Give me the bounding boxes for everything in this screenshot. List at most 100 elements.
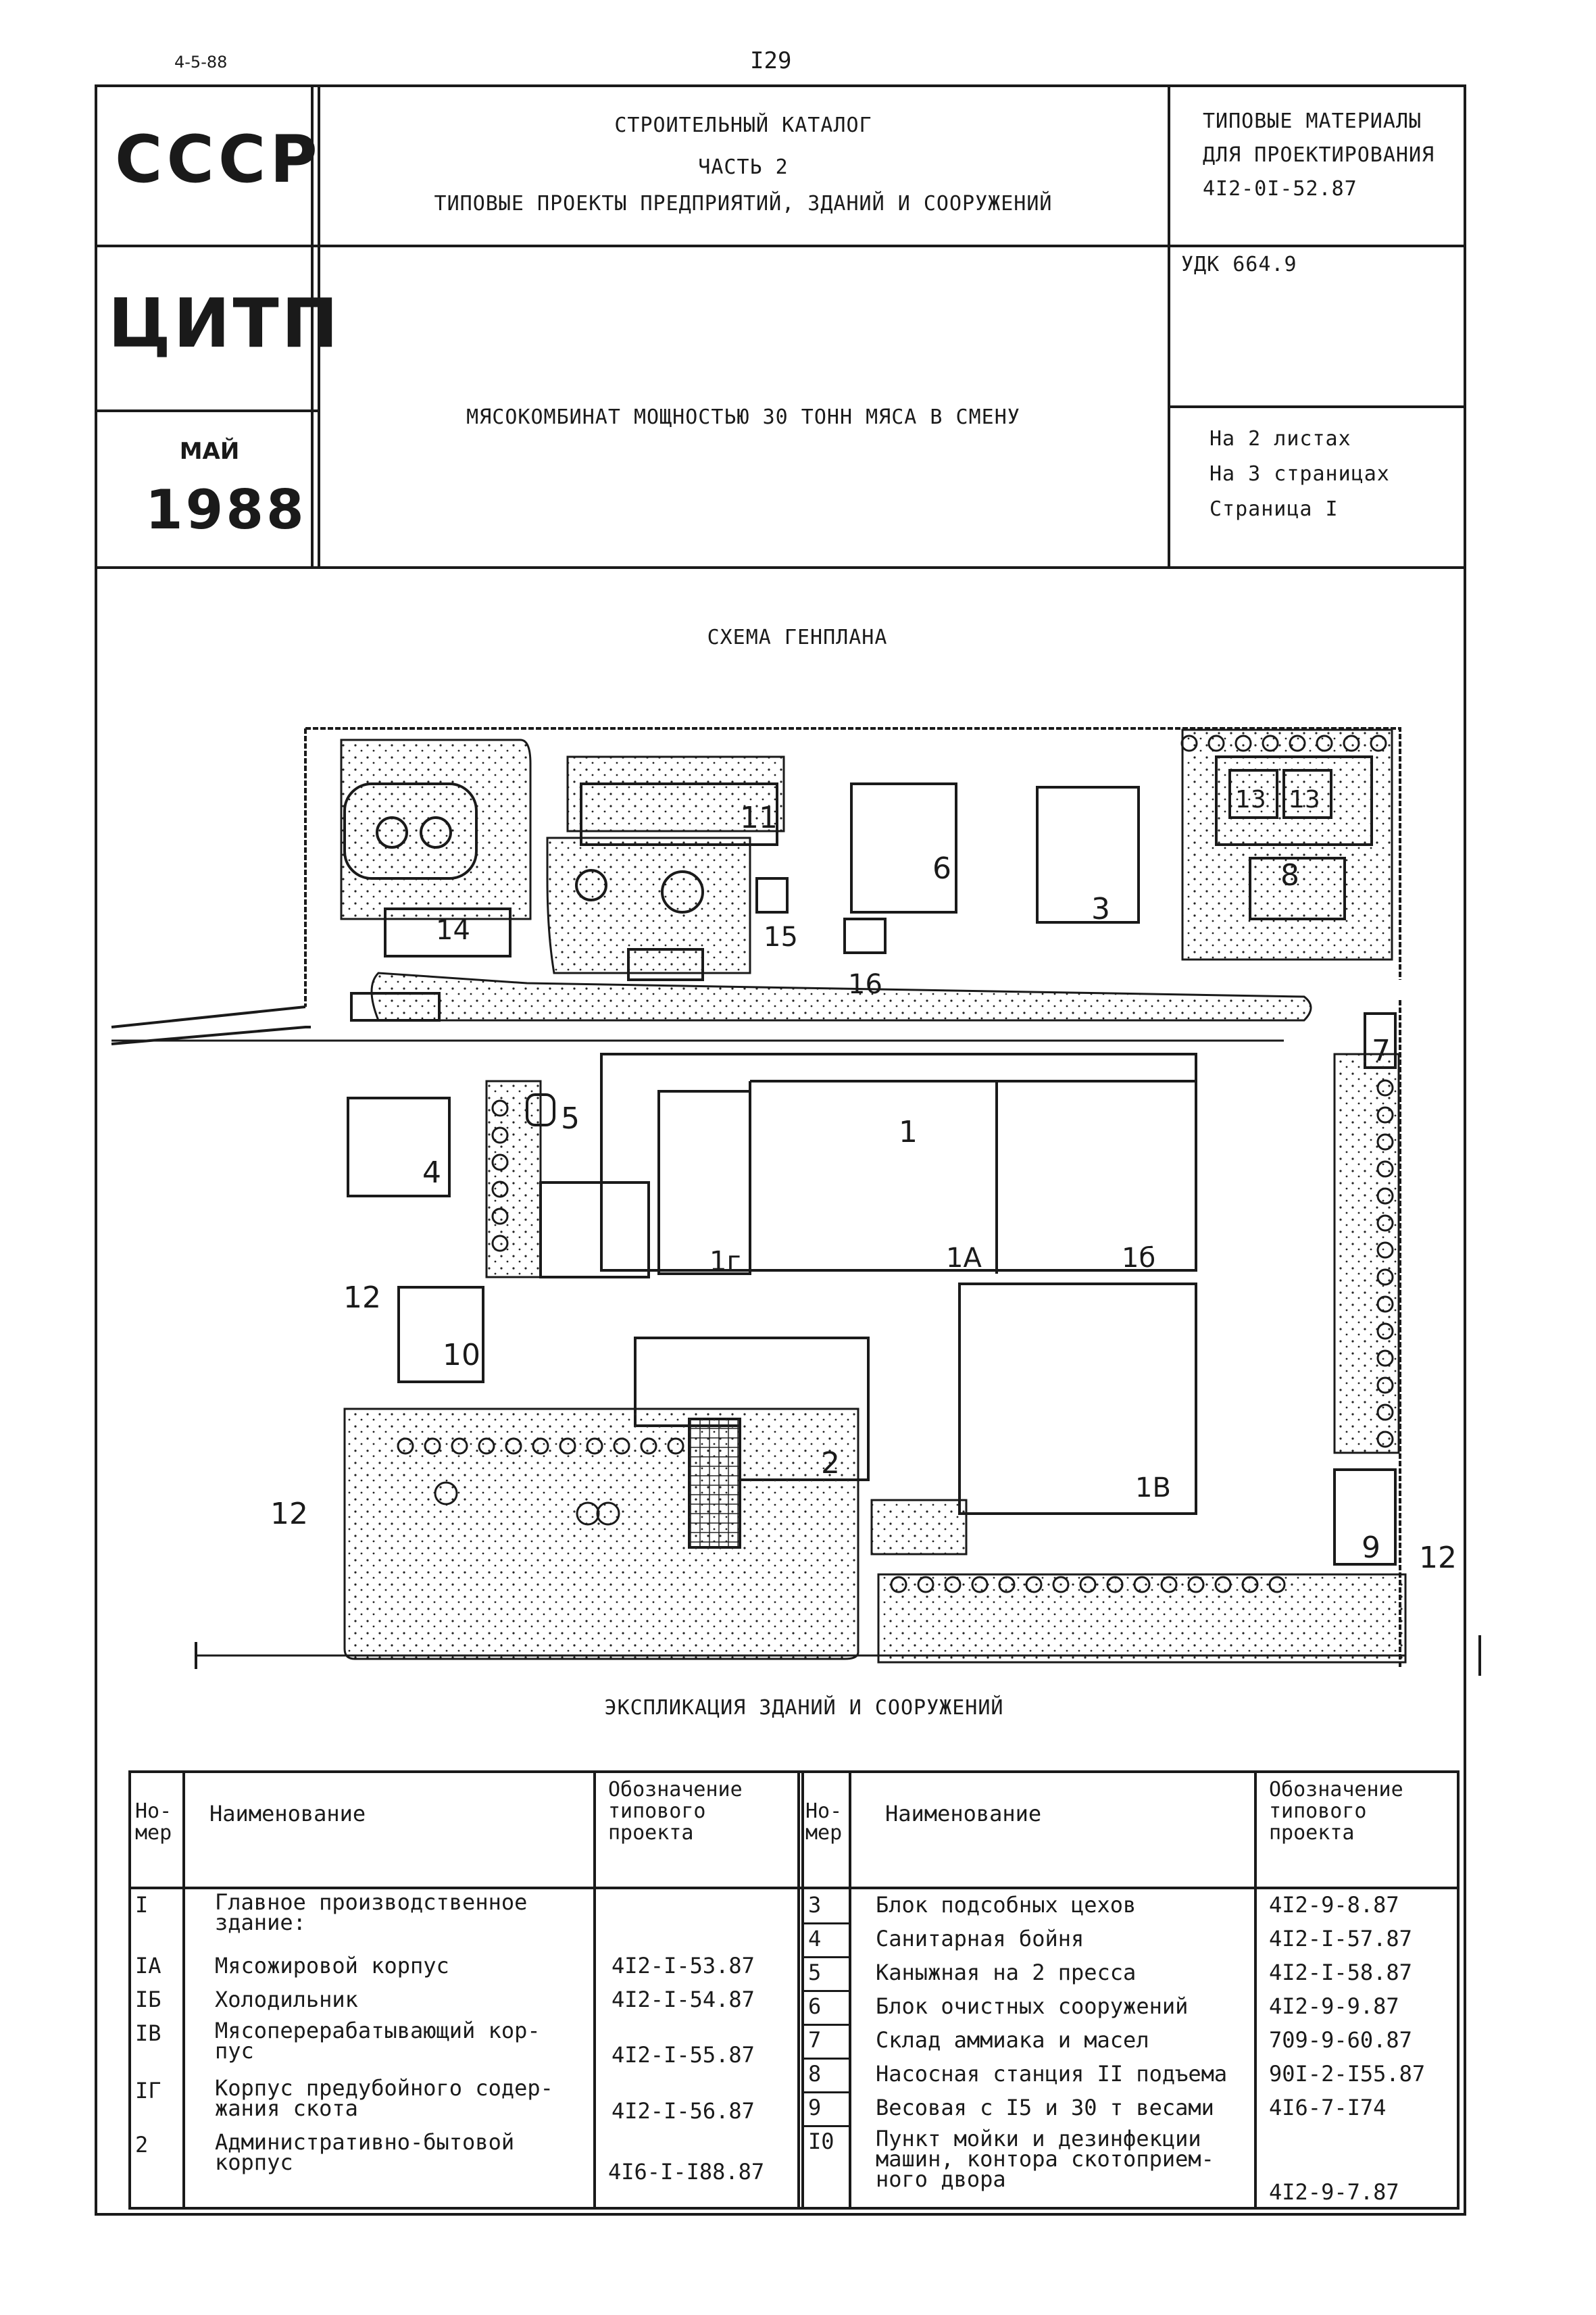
row-code: 4I2-I-55.87 [612, 2042, 755, 2068]
frame-right-lower [1464, 566, 1466, 2213]
materials-line1: ТИПОВЫЕ МАТЕРИАЛЫ [1203, 109, 1422, 133]
row-num: 4 [808, 1926, 822, 1951]
materials-code: 4I2-0I-52.87 [1203, 177, 1357, 201]
row-name: Мясожировой корпус [215, 1953, 449, 1978]
row-code: 4I2-I-56.87 [612, 2098, 755, 2124]
row-num: IА [135, 1953, 161, 1978]
row-name: Корпус предубойного содер- жания скота [215, 2075, 553, 2121]
row-code: 4I2-9-7.87 [1269, 2179, 1399, 2205]
info-row-line [1168, 405, 1464, 408]
stamp-org: ЦИТП [108, 284, 341, 363]
row-name: Весовая с I5 и 30 т весами [876, 2095, 1214, 2120]
header-bottom-line [95, 566, 1464, 569]
info-divider [1168, 84, 1170, 566]
label-b5: 5 [561, 1101, 580, 1136]
label-b2: 2 [821, 1446, 840, 1480]
row-code: 709-9-60.87 [1269, 2027, 1412, 2053]
stamp-country: СССР [115, 122, 322, 197]
row-name: Каныжная на 2 пресса [876, 1960, 1137, 1985]
label-b15: 15 [764, 922, 798, 953]
label-b1g: 1г [709, 1246, 741, 1277]
header-code-left: Обозначение типового проекта [608, 1778, 743, 1845]
label-b7: 7 [1372, 1034, 1391, 1068]
label-b11: 11 [740, 801, 778, 835]
row-sep [801, 2091, 849, 2093]
stamp-divider-2 [318, 84, 320, 566]
sheets-count: На 2 листах [1210, 427, 1351, 451]
label-b16: 16 [848, 969, 882, 1000]
label-b13b: 13 [1289, 786, 1320, 814]
col-line-5 [1254, 1770, 1257, 2210]
row-code: 4I2-I-53.87 [612, 1953, 755, 1978]
row-code: 4I2-9-8.87 [1269, 1892, 1399, 1918]
row-num: 9 [808, 2095, 822, 2120]
row-name: Главное производственное здание: [215, 1889, 528, 1935]
label-b6: 6 [932, 851, 951, 886]
row-name: Блок подсобных цехов [876, 1892, 1137, 1918]
row-name: Склад аммиака и масел [876, 2027, 1149, 2053]
row-code: 4I2-I-54.87 [612, 1987, 755, 2012]
label-b1a: 1А [946, 1243, 982, 1274]
frame-top [95, 84, 1464, 87]
header-name-right: Наименование [885, 1801, 1042, 1826]
row-name: Блок очистных сооружений [876, 1993, 1189, 2019]
stamp-divider [311, 84, 314, 566]
col-line-1 [182, 1770, 185, 2210]
header-code-right: Обозначение типового проекта [1269, 1778, 1403, 1845]
col-line-2 [593, 1770, 596, 2210]
row-sep [801, 1990, 849, 1992]
row-sep [801, 2125, 849, 2127]
label-b8: 8 [1280, 858, 1299, 893]
row-num: 8 [808, 2061, 822, 2087]
label-b12b: 12 [270, 1497, 308, 1531]
col-line-4 [849, 1770, 851, 2210]
label-b1v: 1В [1135, 1472, 1171, 1503]
row-sep [801, 2058, 849, 2060]
label-b12c: 12 [1419, 1541, 1457, 1575]
row-num: I0 [808, 2129, 834, 2154]
label-b3: 3 [1091, 892, 1110, 926]
table-header-line [128, 1887, 1460, 1889]
header-row-line [95, 245, 1464, 247]
catalog-part: ЧАСТЬ 2 [698, 155, 789, 179]
stamp-month: МАЙ [179, 438, 240, 465]
row-num: 3 [808, 1892, 822, 1918]
header-num-left: Но- мер [135, 1799, 172, 1845]
row-num: 5 [808, 1960, 822, 1985]
plan-title: СХЕМА ГЕНПЛАНА [707, 626, 888, 649]
explication-title: ЭКСПЛИКАЦИЯ ЗДАНИЙ И СООРУЖЕНИЙ [604, 1696, 1004, 1720]
catalog-part-title: ТИПОВЫЕ ПРОЕКТЫ ПРЕДПРИЯТИЙ, ЗДАНИЙ И СО… [434, 192, 1053, 216]
row-num: I [135, 1892, 149, 1918]
header-name-left: Наименование [209, 1801, 366, 1826]
stamp-year: 1988 [145, 478, 307, 541]
stamp-row-line [95, 409, 318, 412]
label-b9: 9 [1362, 1530, 1380, 1565]
row-name: Административно-бытовой корпус [215, 2129, 515, 2175]
row-name: Холодильник [215, 1987, 358, 2012]
row-name: Санитарная бойня [876, 1926, 1084, 1951]
row-name: Пункт мойки и дезинфекции машин, контора… [876, 2126, 1214, 2192]
current-page: Страница I [1210, 497, 1339, 521]
label-b14: 14 [436, 915, 470, 946]
site-plan: 1 1А 1б 1В 1г 2 3 4 5 6 7 8 9 10 11 12 1… [111, 727, 1481, 1676]
row-code: 4I2-9-9.87 [1269, 1993, 1399, 2019]
frame-bottom [95, 2213, 1466, 2216]
row-num: 6 [808, 1993, 822, 2019]
row-name: Насосная станция II подъема [876, 2061, 1228, 2087]
row-num: IВ [135, 2020, 161, 2046]
explication-table [128, 1770, 1460, 2210]
label-b10: 10 [443, 1338, 480, 1372]
page-code: 4-5-88 [174, 53, 228, 72]
row-code: 4I6-7-I74 [1269, 2095, 1387, 2120]
row-name: Мясоперерабатывающий кор- пус [215, 2018, 541, 2064]
frame-right [1464, 84, 1466, 566]
materials-line2: ДЛЯ ПРОЕКТИРОВАНИЯ [1203, 143, 1435, 167]
label-b13a: 13 [1235, 786, 1266, 814]
frame-left [95, 84, 97, 2213]
row-code: 4I2-I-57.87 [1269, 1926, 1412, 1951]
row-sep [801, 1922, 849, 1924]
row-sep [801, 1956, 849, 1958]
row-code: 4I2-I-58.87 [1269, 1960, 1412, 1985]
catalog-title: СТРОИТЕЛЬНЫЙ КАТАЛОГ [614, 114, 872, 137]
udk-code: УДК 664.9 [1181, 253, 1297, 276]
